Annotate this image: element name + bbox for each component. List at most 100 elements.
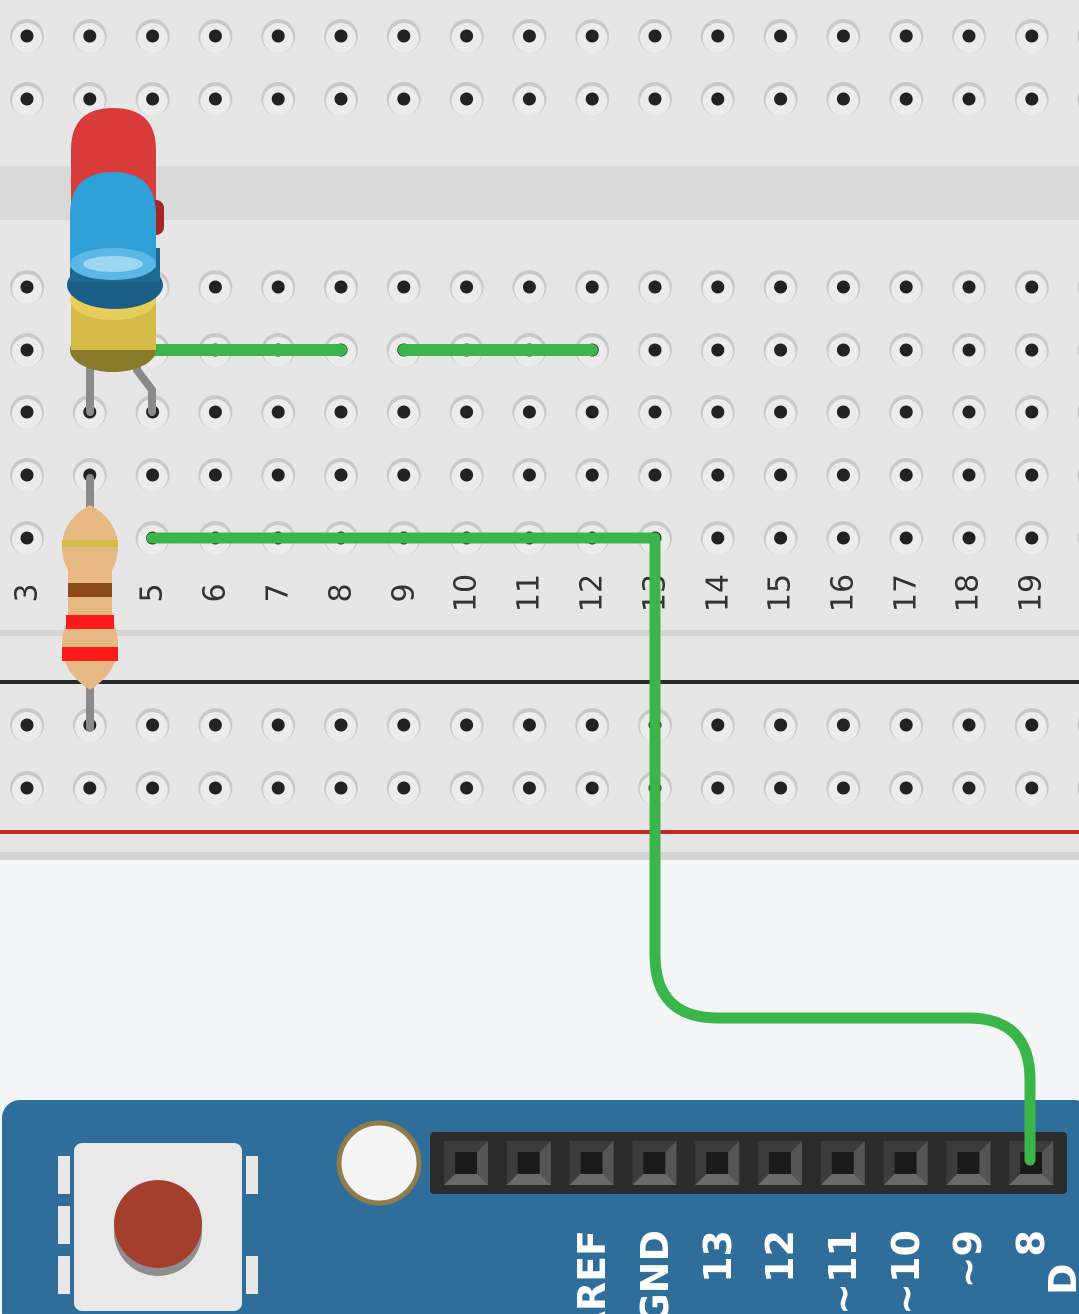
breadboard-hole[interactable] xyxy=(826,458,861,492)
breadboard-hole[interactable] xyxy=(72,19,107,53)
breadboard-hole[interactable] xyxy=(952,395,986,429)
breadboard-hole[interactable] xyxy=(889,395,924,429)
breadboard-hole[interactable] xyxy=(449,458,484,492)
header-pin-socket[interactable] xyxy=(946,1141,991,1185)
breadboard-hole[interactable] xyxy=(700,458,735,492)
breadboard-hole[interactable] xyxy=(261,270,296,304)
breadboard-hole[interactable] xyxy=(889,521,924,555)
breadboard-hole[interactable] xyxy=(10,708,44,742)
breadboard-hole[interactable] xyxy=(889,270,924,304)
breadboard-hole[interactable] xyxy=(386,395,421,429)
breadboard-hole[interactable] xyxy=(198,771,233,805)
breadboard-hole[interactable] xyxy=(638,270,672,304)
breadboard-hole[interactable] xyxy=(952,708,986,742)
breadboard-hole[interactable] xyxy=(10,458,44,492)
breadboard-hole[interactable] xyxy=(261,708,296,742)
breadboard-hole[interactable] xyxy=(1014,82,1049,116)
breadboard-hole[interactable] xyxy=(386,270,421,304)
breadboard-hole[interactable] xyxy=(324,270,358,304)
breadboard-hole[interactable] xyxy=(449,395,484,429)
breadboard-hole[interactable] xyxy=(826,521,861,555)
breadboard-hole[interactable] xyxy=(638,19,672,53)
breadboard-hole[interactable] xyxy=(386,708,421,742)
breadboard-hole[interactable] xyxy=(826,19,861,53)
breadboard-hole[interactable] xyxy=(512,19,547,53)
breadboard-hole[interactable] xyxy=(1014,771,1049,805)
breadboard-hole[interactable] xyxy=(575,82,610,116)
breadboard-hole[interactable] xyxy=(512,82,547,116)
breadboard-hole[interactable] xyxy=(952,458,986,492)
breadboard-hole[interactable] xyxy=(700,82,735,116)
reset-button[interactable] xyxy=(58,1143,258,1311)
breadboard-hole[interactable] xyxy=(261,82,296,116)
breadboard-hole[interactable] xyxy=(10,19,44,53)
breadboard-hole[interactable] xyxy=(952,270,986,304)
breadboard-hole[interactable] xyxy=(575,708,610,742)
breadboard-hole[interactable] xyxy=(700,708,735,742)
breadboard-hole[interactable] xyxy=(700,19,735,53)
header-pin-socket[interactable] xyxy=(695,1141,740,1185)
breadboard-hole[interactable] xyxy=(512,771,547,805)
breadboard-hole[interactable] xyxy=(198,458,233,492)
breadboard-hole[interactable] xyxy=(763,521,798,555)
breadboard-hole[interactable] xyxy=(198,708,233,742)
breadboard-hole[interactable] xyxy=(700,395,735,429)
breadboard-hole[interactable] xyxy=(889,333,924,367)
breadboard-hole[interactable] xyxy=(512,708,547,742)
breadboard-hole[interactable] xyxy=(261,458,296,492)
breadboard-hole[interactable] xyxy=(449,19,484,53)
breadboard-hole[interactable] xyxy=(198,270,233,304)
breadboard-hole[interactable] xyxy=(135,708,170,742)
header-pin-socket[interactable] xyxy=(444,1141,488,1185)
breadboard-hole[interactable] xyxy=(135,19,170,53)
breadboard-hole[interactable] xyxy=(952,82,986,116)
breadboard-hole[interactable] xyxy=(10,521,44,555)
breadboard-hole[interactable] xyxy=(10,82,44,116)
breadboard-hole[interactable] xyxy=(449,708,484,742)
breadboard-hole[interactable] xyxy=(700,270,735,304)
breadboard-hole[interactable] xyxy=(10,395,44,429)
breadboard-hole[interactable] xyxy=(826,333,861,367)
breadboard-hole[interactable] xyxy=(324,771,358,805)
breadboard-hole[interactable] xyxy=(763,82,798,116)
breadboard-hole[interactable] xyxy=(198,19,233,53)
breadboard-hole[interactable] xyxy=(449,270,484,304)
breadboard-hole[interactable] xyxy=(889,82,924,116)
breadboard-hole[interactable] xyxy=(889,19,924,53)
header-pin-socket[interactable] xyxy=(758,1141,802,1185)
breadboard-hole[interactable] xyxy=(826,395,861,429)
breadboard-hole[interactable] xyxy=(763,395,798,429)
breadboard-hole[interactable] xyxy=(72,771,107,805)
breadboard-hole[interactable] xyxy=(1014,395,1049,429)
breadboard-hole[interactable] xyxy=(575,19,610,53)
breadboard-hole[interactable] xyxy=(575,395,610,429)
breadboard-hole[interactable] xyxy=(575,458,610,492)
breadboard-hole[interactable] xyxy=(10,771,44,805)
breadboard-hole[interactable] xyxy=(10,333,44,367)
breadboard-hole[interactable] xyxy=(386,19,421,53)
breadboard-hole[interactable] xyxy=(324,458,358,492)
breadboard-hole[interactable] xyxy=(638,333,672,367)
breadboard-hole[interactable] xyxy=(386,82,421,116)
breadboard-hole[interactable] xyxy=(135,771,170,805)
wire-to-pin-8[interactable] xyxy=(146,532,1036,1166)
breadboard-hole[interactable] xyxy=(700,521,735,555)
header-pin-socket[interactable] xyxy=(820,1141,865,1185)
breadboard-hole[interactable] xyxy=(449,82,484,116)
breadboard-hole[interactable] xyxy=(1014,458,1049,492)
breadboard-hole[interactable] xyxy=(889,458,924,492)
breadboard-hole[interactable] xyxy=(198,395,233,429)
breadboard-hole[interactable] xyxy=(826,708,861,742)
breadboard-hole[interactable] xyxy=(386,771,421,805)
breadboard-hole[interactable] xyxy=(512,270,547,304)
breadboard-hole[interactable] xyxy=(72,82,107,116)
breadboard-hole[interactable] xyxy=(952,771,986,805)
breadboard-hole[interactable] xyxy=(638,458,672,492)
breadboard-hole[interactable] xyxy=(763,771,798,805)
breadboard-hole[interactable] xyxy=(826,82,861,116)
breadboard-hole[interactable] xyxy=(324,708,358,742)
breadboard-hole[interactable] xyxy=(324,395,358,429)
breadboard-hole[interactable] xyxy=(763,458,798,492)
breadboard-hole[interactable] xyxy=(1014,521,1049,555)
breadboard-hole[interactable] xyxy=(10,270,44,304)
